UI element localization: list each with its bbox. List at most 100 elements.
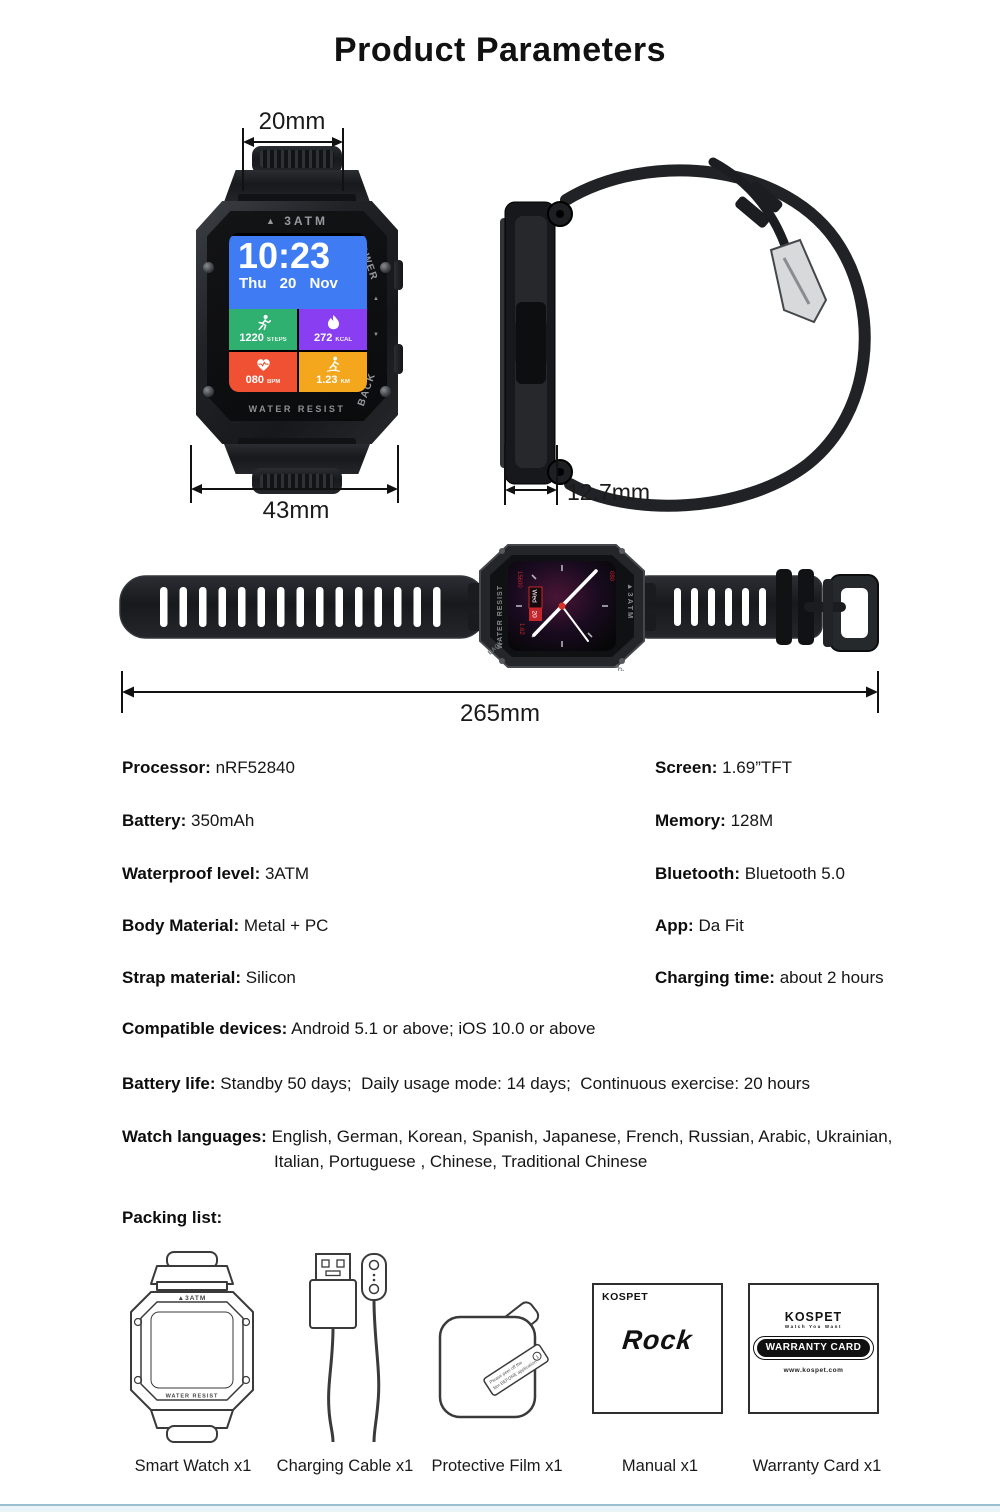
band-water-resist-label: WATER RESIST bbox=[497, 585, 504, 649]
spec-value: Da Fit bbox=[698, 916, 744, 935]
spec-label: Processor: bbox=[122, 758, 211, 777]
spec-body-material: Body Material: Metal + PC bbox=[122, 915, 328, 936]
spec-value: 128M bbox=[730, 811, 774, 830]
watch-band-view: Wed 20 15600 080 1.62 WATER RESIST ▲3ATM… bbox=[119, 544, 879, 671]
spec-label: Screen: bbox=[655, 758, 718, 777]
face-date-number: 20 bbox=[531, 611, 538, 619]
watch-hand bbox=[560, 569, 598, 608]
drawing-3atm-label: ▲3ATM bbox=[178, 1295, 207, 1302]
warranty-brand-logo: KOSPET bbox=[784, 1310, 843, 1324]
walker-icon bbox=[326, 356, 340, 372]
spec-screen: Screen: 1.69”TFT bbox=[655, 757, 792, 778]
screw-icon bbox=[380, 386, 391, 397]
spec-label: Body Material: bbox=[122, 916, 240, 935]
spec-value: Bluetooth 5.0 bbox=[744, 864, 845, 883]
band-power-label: POWER bbox=[613, 664, 634, 671]
packing-list-title: Packing list: bbox=[122, 1208, 223, 1227]
spec-watch-languages-line2: Italian, Portuguese , Chinese, Tradition… bbox=[274, 1151, 647, 1172]
clasp-icon bbox=[769, 238, 828, 324]
spec-value: 350mAh bbox=[190, 811, 255, 830]
spec-value: English, German, Korean, Spanish, Japane… bbox=[271, 1127, 893, 1146]
dim-case-width-lines bbox=[190, 445, 399, 503]
packing-item-label: Manual x1 bbox=[621, 1457, 699, 1475]
buckle-hole bbox=[841, 588, 868, 638]
calories-value: 272 bbox=[313, 331, 333, 344]
svg-text:1: 1 bbox=[535, 1354, 541, 1361]
clasp-detail bbox=[782, 257, 811, 305]
watchface-time: 10:23 bbox=[238, 235, 331, 276]
warranty-title-ring: WARRANTY CARD bbox=[752, 1336, 875, 1360]
screw-icon bbox=[203, 262, 214, 273]
calories-tile: 272 KCAL bbox=[299, 309, 367, 350]
face-accent-bottom: 1.62 bbox=[518, 623, 524, 635]
dim-total-length-label: 265mm bbox=[459, 700, 541, 727]
spec-label: Bluetooth: bbox=[655, 864, 740, 883]
spec-charging-time: Charging time: about 2 hours bbox=[655, 967, 884, 988]
back-button bbox=[394, 344, 403, 374]
spec-label: Battery: bbox=[122, 811, 187, 830]
face-accent-right: 080 bbox=[608, 571, 614, 582]
screw-icon bbox=[380, 262, 391, 273]
warranty-tagline: Watch You Want bbox=[784, 1324, 843, 1329]
heart-rate-unit: BPM bbox=[267, 379, 281, 385]
calories-unit: KCAL bbox=[335, 336, 353, 343]
warranty-title: WARRANTY CARD bbox=[756, 1339, 871, 1357]
screw-icon bbox=[619, 548, 625, 554]
bezel-water-resist-label: WATER RESIST bbox=[248, 404, 346, 414]
spec-label: Waterproof level: bbox=[122, 864, 261, 883]
spec-strap-material: Strap material: Silicon bbox=[122, 967, 296, 988]
dim-thickness-label: 12.7mm bbox=[567, 479, 651, 505]
spec-label: Watch languages: bbox=[122, 1127, 267, 1146]
spec-bluetooth: Bluetooth: Bluetooth 5.0 bbox=[655, 863, 845, 884]
spec-value: 3ATM bbox=[264, 864, 310, 883]
spec-label: Memory: bbox=[655, 811, 726, 830]
spec-compatible-devices: Compatible devices: Android 5.1 or above… bbox=[122, 1018, 595, 1039]
charging-cable-drawing bbox=[309, 1253, 387, 1443]
screw-icon bbox=[499, 658, 505, 664]
screw-icon bbox=[203, 386, 214, 397]
spec-watch-languages: Watch languages: English, German, Korean… bbox=[122, 1126, 892, 1147]
screw-icon bbox=[499, 548, 505, 554]
packing-item-label: Warranty Card x1 bbox=[752, 1457, 882, 1475]
dim-total-length-lines bbox=[121, 671, 879, 713]
spec-value: Android 5.1 or above; iOS 10.0 or above bbox=[291, 1019, 596, 1038]
spec-label: Compatible devices: bbox=[122, 1019, 288, 1038]
case-recess bbox=[516, 302, 546, 384]
band-left-slots bbox=[160, 587, 441, 627]
spec-app: App: Da Fit bbox=[655, 915, 744, 936]
watch-hand bbox=[532, 604, 564, 637]
strap-loop bbox=[560, 164, 871, 512]
watch-side-view bbox=[500, 157, 871, 512]
spec-battery-life: Battery life: Standby 50 days; Daily usa… bbox=[122, 1073, 810, 1094]
spec-label: Charging time: bbox=[655, 968, 775, 987]
distance-unit: KM bbox=[340, 379, 350, 385]
spec-value: Silicon bbox=[245, 968, 296, 987]
spec-processor: Processor: nRF52840 bbox=[122, 757, 295, 778]
strap-keepers bbox=[735, 181, 783, 228]
face-date-box: Wed 20 bbox=[528, 586, 543, 621]
spec-label: App: bbox=[655, 916, 694, 935]
spec-value: 1.69”TFT bbox=[722, 758, 793, 777]
spec-value: Metal + PC bbox=[243, 916, 329, 935]
dim-lug-width-label: 20mm bbox=[258, 108, 326, 135]
watch-strap-bottom-ribs bbox=[260, 474, 334, 490]
steps-tile: 1220 STEPS bbox=[229, 309, 297, 350]
steps-value: 1220 bbox=[239, 331, 264, 344]
warranty-url: www.kospet.com bbox=[783, 1367, 844, 1374]
manual-card: KOSPET Rock bbox=[592, 1283, 723, 1414]
case-pad-top bbox=[515, 216, 547, 328]
face-accent-left: 15600 bbox=[516, 571, 522, 588]
packing-item-label: Charging Cable x1 bbox=[276, 1457, 414, 1475]
protective-film-drawing: Please peel off the film BEFORE applicat… bbox=[438, 1301, 549, 1419]
spec-value: about 2 hours bbox=[779, 968, 884, 987]
distance-value: 1.23 bbox=[316, 374, 338, 386]
dim-case-width-label: 43mm bbox=[262, 497, 330, 524]
heart-icon bbox=[256, 359, 270, 371]
band-3atm-label: ▲3ATM bbox=[626, 583, 635, 620]
bezel-3atm-label: ▲ 3ATM bbox=[265, 214, 329, 228]
drawing-water-resist-label: WATER RESIST bbox=[166, 1394, 219, 1400]
watchface-header: 10:23 Thu 20 Nov bbox=[229, 236, 367, 312]
cable-wire bbox=[327, 1327, 335, 1443]
cable-wire bbox=[372, 1299, 381, 1443]
